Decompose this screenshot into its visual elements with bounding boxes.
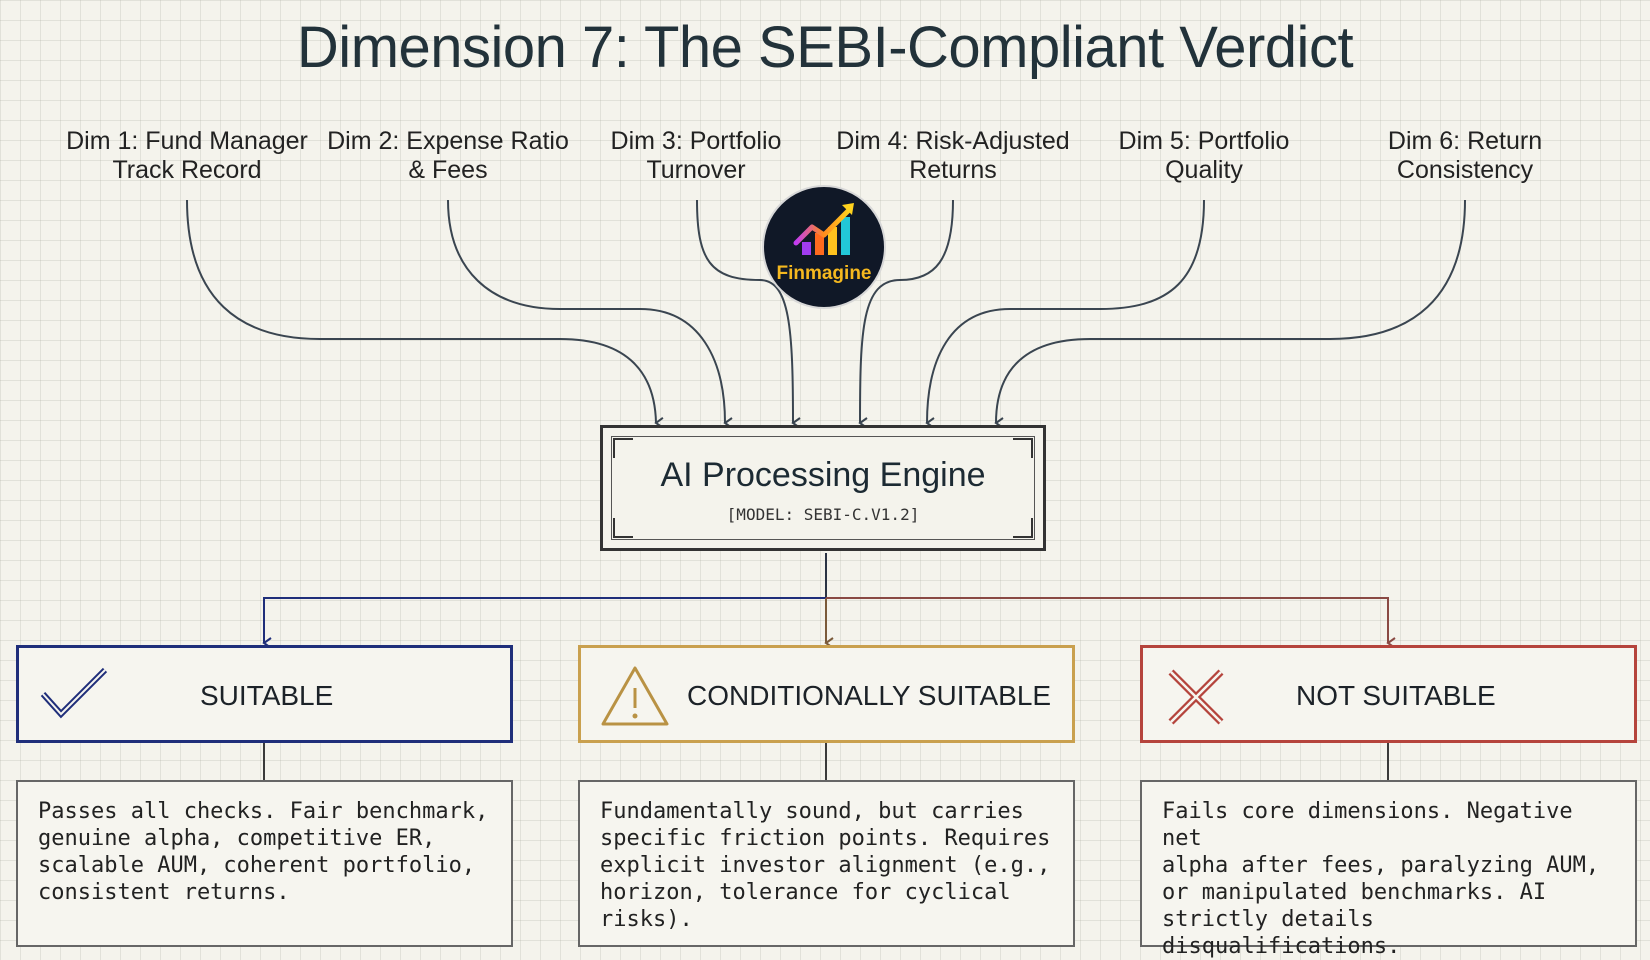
- engine-model: [MODEL: SEBI-C.V1.2]: [726, 505, 920, 524]
- flow-dim1: [186, 199, 664, 429]
- dimension-4-label: Dim 4: Risk-Adjusted Returns: [836, 127, 1070, 184]
- engine-title: AI Processing Engine: [660, 456, 986, 494]
- ai-processing-engine: AI Processing Engine [MODEL: SEBI-C.V1.2…: [600, 425, 1046, 551]
- verdict-not-suitable-label: NOT SUITABLE: [1296, 680, 1496, 711]
- verdict-conditionally-suitable-description: Fundamentally sound, but carries specifi…: [578, 780, 1075, 947]
- rising-bar-chart-icon: [793, 203, 854, 255]
- cross-icon: [1168, 669, 1224, 725]
- page-title: Dimension 7: The SEBI-Compliant Verdict: [296, 15, 1354, 80]
- verdict-conditionally-suitable-label: CONDITIONALLY SUITABLE: [687, 680, 1052, 711]
- flow-dim5: [925, 199, 1205, 429]
- branch-not-suitable: [826, 597, 1396, 649]
- dimension-1-label: Dim 1: Fund Manager Track Record: [66, 127, 308, 184]
- branch-suitable: [262, 597, 826, 649]
- verdict-conditionally-suitable: CONDITIONALLY SUITABLE: [578, 645, 1075, 743]
- verdict-not-suitable-description: Fails core dimensions. Negative net alph…: [1140, 780, 1637, 959]
- flow-dim2: [447, 199, 733, 429]
- check-icon: [40, 667, 108, 719]
- dimension-6-label: Dim 6: Return Consistency: [1387, 127, 1543, 184]
- verdict-not-suitable: NOT SUITABLE: [1140, 645, 1637, 743]
- warning-icon: [601, 666, 669, 726]
- verdict-suitable-label: SUITABLE: [200, 680, 334, 711]
- flow-dim6: [994, 199, 1466, 429]
- dimension-2-label: Dim 2: Expense Ratio & Fees: [327, 127, 569, 184]
- logo-wordmark: Finmagine: [776, 263, 872, 284]
- dimension-5-label: Dim 5: Portfolio Quality: [1118, 127, 1290, 184]
- flow-dim4: [858, 199, 954, 429]
- flow-dim3: [696, 199, 801, 429]
- finmagine-logo: Finmagine: [762, 185, 886, 309]
- dimension-3-label: Dim 3: Portfolio Turnover: [610, 127, 782, 184]
- verdict-suitable-description: Passes all checks. Fair benchmark, genui…: [16, 780, 513, 947]
- verdict-suitable: SUITABLE: [16, 645, 513, 743]
